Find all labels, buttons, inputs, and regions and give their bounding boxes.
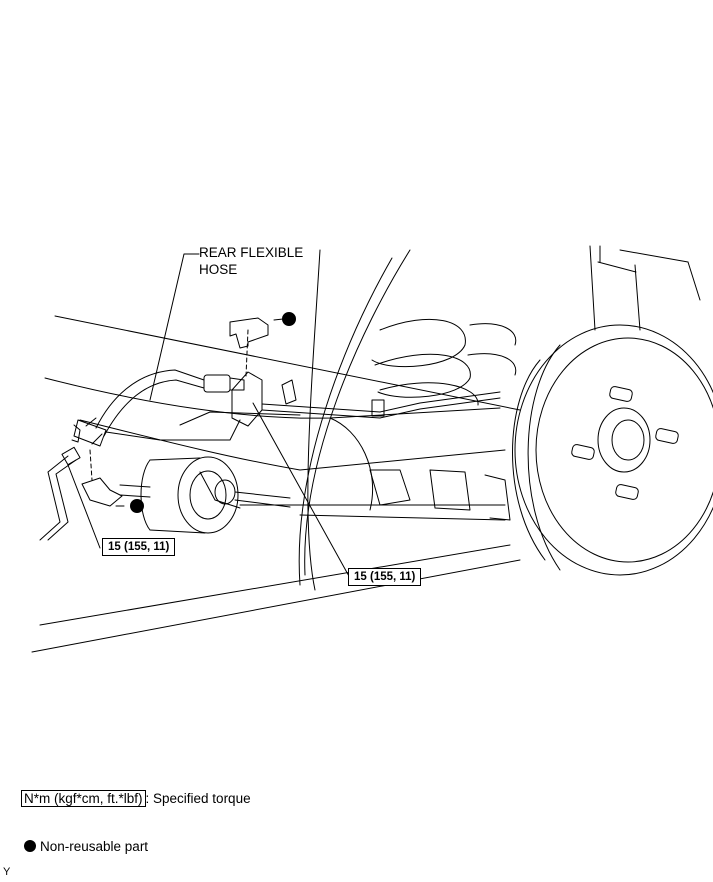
torque-callout-left: 15 (155, 11) [102,538,176,556]
coil-spring [371,245,701,406]
wheel-studs [571,386,679,500]
metal-brake-line [261,391,501,419]
corner-code: Y [3,866,11,878]
legend-non-reusable: Non-reusable part [24,839,148,854]
nonreusable-marker-lower [130,499,144,513]
leader-lines [67,253,351,579]
non-reusable-dot-icon [24,840,36,852]
legend-nonreusable-desc: Non-reusable part [40,839,149,854]
axle-bushing [119,456,291,534]
rear-flexible-hose [73,369,245,447]
brake-drum [512,324,713,576]
torque-callout-right: 15 (155, 11) [348,568,422,586]
rear-flexible-hose-label-line1: REAR FLEXIBLE [199,245,304,260]
left-brake-line [39,424,81,541]
rear-flexible-hose-label: REAR FLEXIBLE HOSE [199,244,303,278]
lower-hose-clip [81,449,123,507]
nonreusable-marker-upper [282,312,296,326]
legend-specified-torque: N*m (kgf*cm, ft.*lbf): Specified torque [21,790,251,807]
upper-hose-clip [229,317,269,377]
rear-flexible-hose-label-line2: HOSE [199,262,238,277]
axle-beam [44,377,511,521]
legend-torque-unit: N*m (kgf*cm, ft.*lbf) [21,790,146,807]
axle-bracket [231,371,297,427]
body-frame-lines [31,249,521,653]
legend-torque-desc: : Specified torque [145,791,251,806]
